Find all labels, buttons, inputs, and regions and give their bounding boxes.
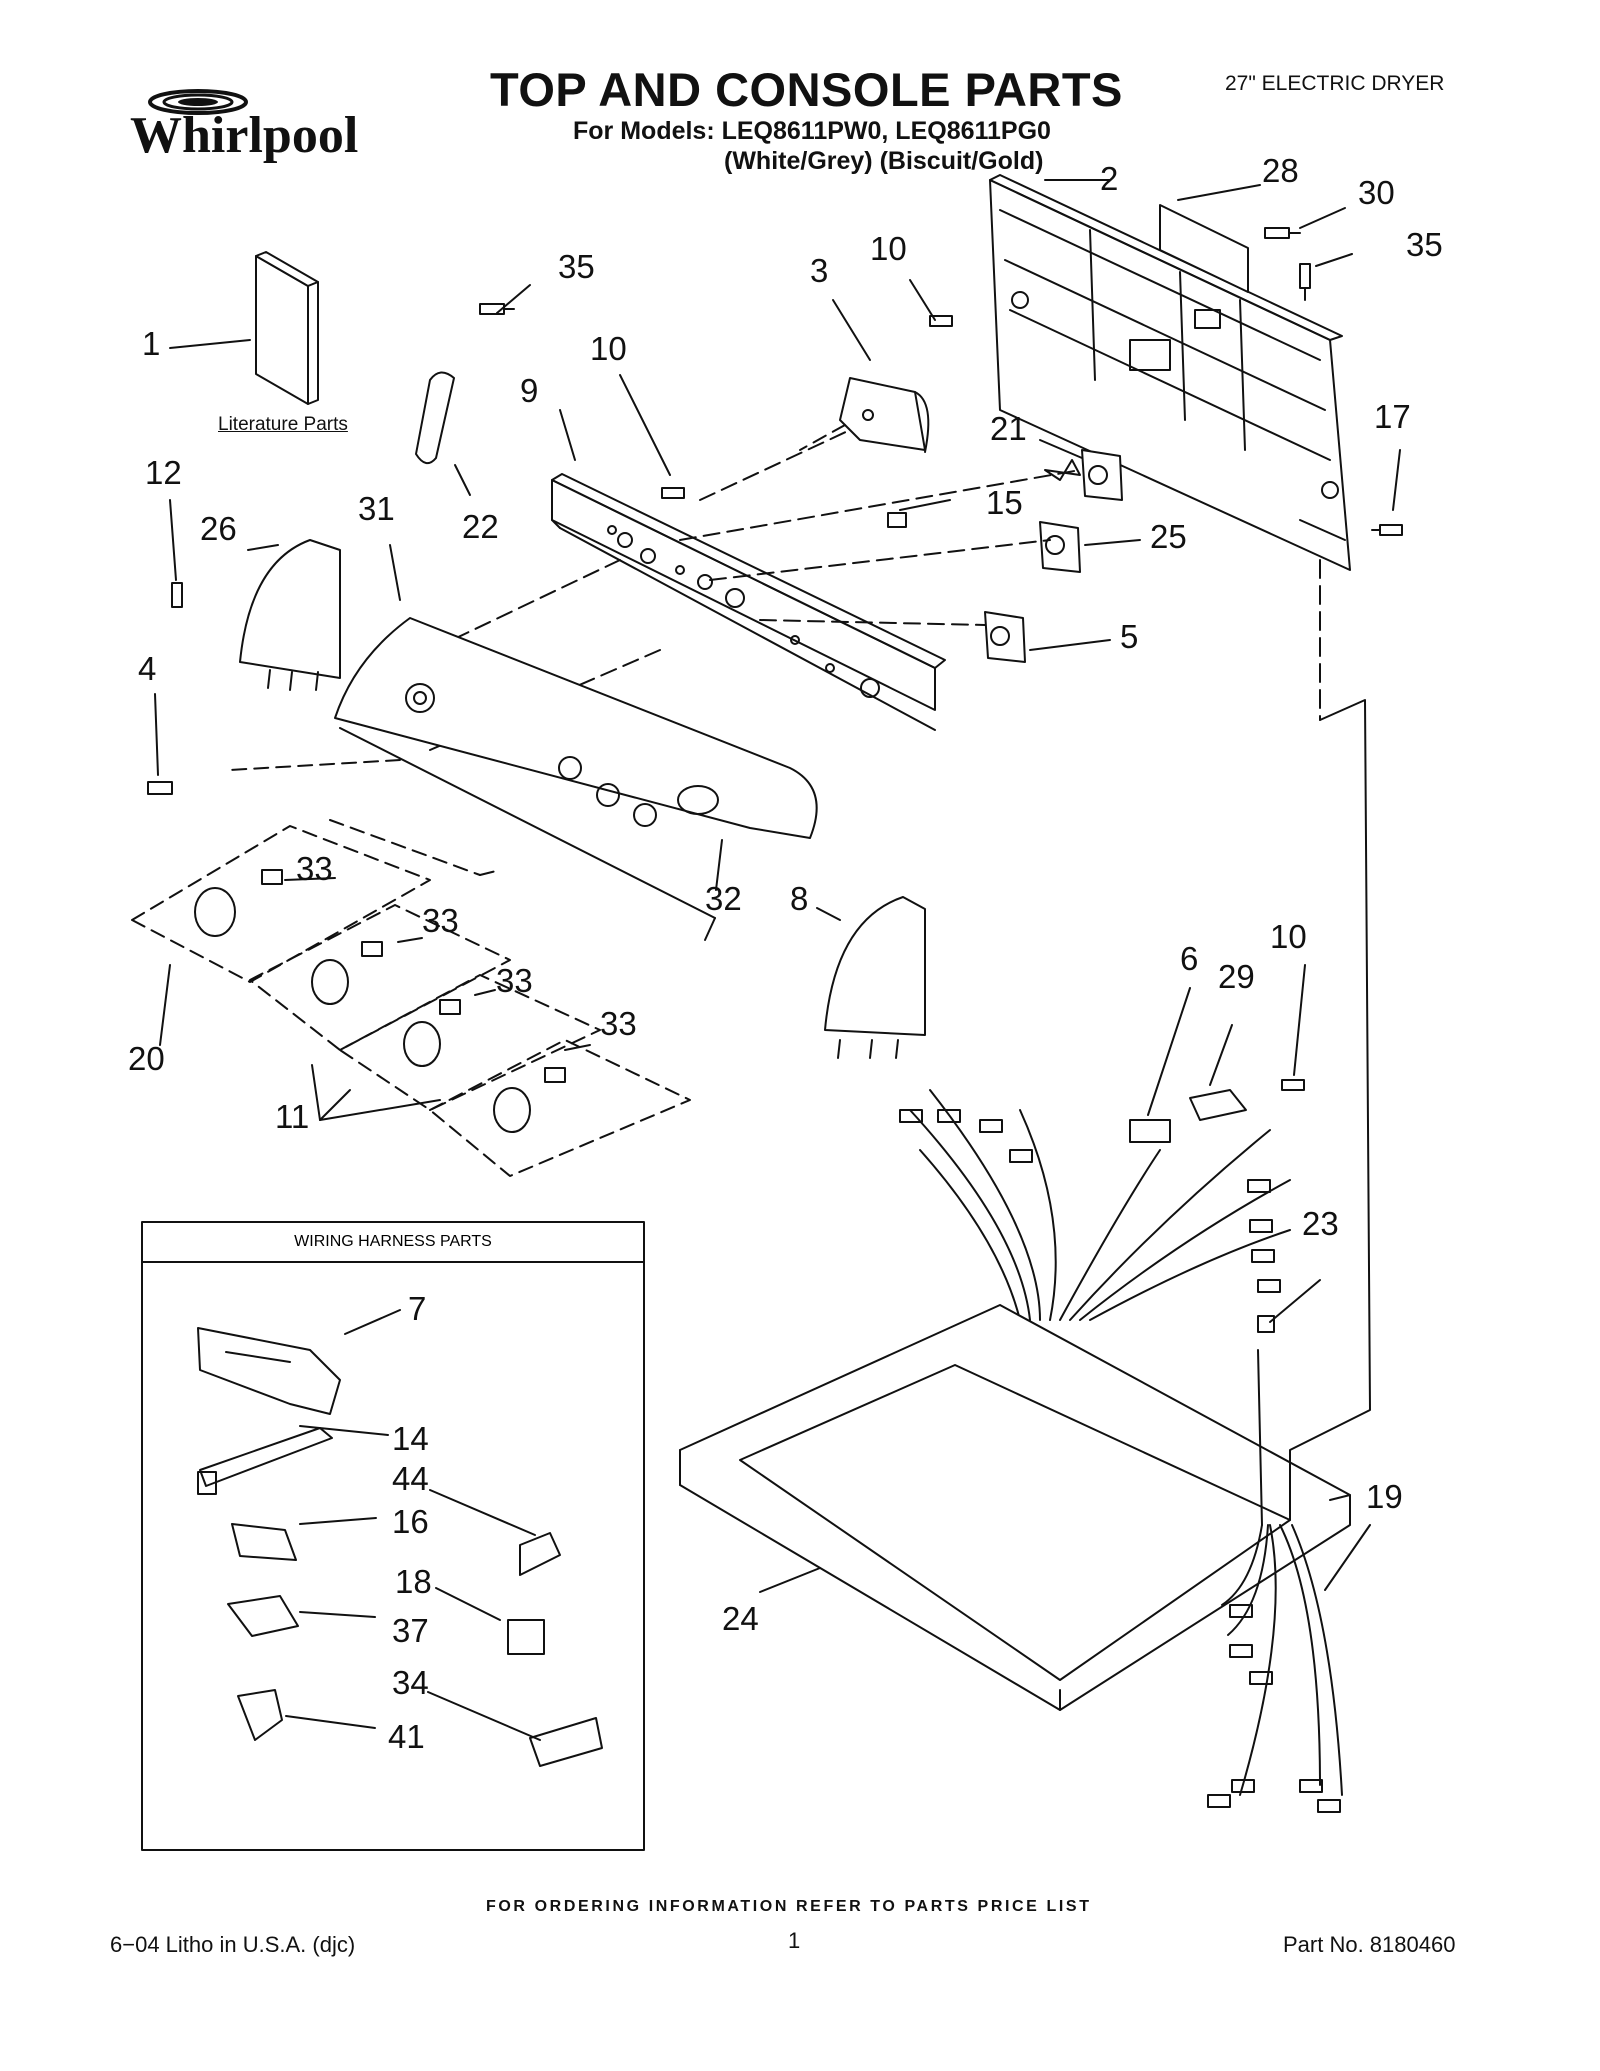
callout-4: 4 — [138, 650, 157, 687]
callout-12: 12 — [145, 454, 182, 491]
model-colors: (White/Grey) (Biscuit/Gold) — [724, 147, 1044, 175]
callout-35-right: 35 — [1406, 226, 1443, 263]
callout-18: 18 — [395, 1563, 432, 1600]
console-bracket-part — [551, 473, 946, 731]
callout-33-fourth: 33 — [600, 1005, 637, 1042]
callout-14: 14 — [392, 1420, 429, 1457]
callout-2: 2 — [1100, 160, 1119, 197]
whirlpool-logo-text: Whirlpool — [130, 107, 358, 164]
callout-28: 28 — [1262, 152, 1299, 189]
callout-5: 5 — [1120, 618, 1139, 655]
callout-29: 29 — [1218, 958, 1255, 995]
callout-25: 25 — [1150, 518, 1187, 555]
callout-44: 44 — [392, 1460, 429, 1497]
screws-right-parts — [1264, 227, 1403, 536]
screw-part — [171, 582, 183, 608]
callout-33-first: 33 — [296, 850, 333, 887]
part-number: Part No. 8180460 — [1283, 1932, 1456, 1957]
callout-30: 30 — [1358, 174, 1395, 211]
callout-10-top: 10 — [870, 230, 907, 267]
callout-37: 37 — [392, 1612, 429, 1649]
callout-10-bracket: 10 — [590, 330, 627, 367]
selector-switch-part — [799, 377, 930, 453]
litho-info: 6−04 Litho in U.S.A. (djc) — [110, 1932, 356, 1957]
control-modules-parts — [887, 449, 1123, 663]
callout-32: 32 — [705, 880, 742, 917]
end-cap-left-part — [239, 539, 341, 691]
callout-20: 20 — [128, 1040, 165, 1077]
literature-booklet-part — [255, 251, 319, 405]
callout-21: 21 — [990, 410, 1027, 447]
callout-8: 8 — [790, 880, 809, 917]
screw-part — [147, 781, 173, 795]
lower-harness-part — [1207, 1524, 1343, 1813]
callout-23: 23 — [1302, 1205, 1339, 1242]
callout-6: 6 — [1180, 940, 1199, 977]
whirlpool-logo: Whirlpool — [130, 89, 358, 164]
callout-17: 17 — [1374, 398, 1411, 435]
page-title: TOP AND CONSOLE PARTS — [490, 63, 1123, 116]
callout-41: 41 — [388, 1718, 425, 1755]
callout-34: 34 — [392, 1664, 429, 1701]
cover-plate-part — [1159, 204, 1249, 293]
callout-leaders — [154, 179, 1401, 1741]
callout-33-third: 33 — [496, 962, 533, 999]
knobs-parts — [194, 869, 566, 1133]
wiring-harness-box-title: WIRING HARNESS PARTS — [294, 1233, 492, 1250]
console-fascia-part — [334, 617, 818, 941]
callout-35-left: 35 — [558, 248, 595, 285]
callout-10-harness: 10 — [1270, 918, 1307, 955]
callout-31: 31 — [358, 490, 395, 527]
callout-3: 3 — [810, 252, 829, 289]
callout-1: 1 — [142, 325, 161, 362]
wire-harness-part — [899, 1079, 1305, 1333]
ground-leader-line — [1289, 699, 1371, 1521]
page-number: 1 — [788, 1928, 801, 1953]
bracket-part — [415, 303, 515, 465]
product-type: 27" ELECTRIC DRYER — [1225, 72, 1445, 95]
callout-7: 7 — [408, 1290, 427, 1327]
screw-part — [661, 487, 685, 499]
console-back-panel-part — [989, 174, 1351, 571]
callout-15: 15 — [986, 484, 1023, 521]
model-numbers: For Models: LEQ8611PW0, LEQ8611PG0 — [573, 117, 1051, 145]
end-cap-right-part — [824, 896, 926, 1059]
callout-16: 16 — [392, 1503, 429, 1540]
knob-groups — [131, 759, 691, 1177]
top-panel-part — [679, 1304, 1351, 1711]
screw-part — [929, 315, 953, 327]
callout-11: 11 — [275, 1098, 310, 1135]
harness-box-parts — [197, 1327, 603, 1767]
ordering-note: FOR ORDERING INFORMATION REFER TO PARTS … — [486, 1898, 1092, 1915]
callout-26: 26 — [200, 510, 237, 547]
callout-24: 24 — [722, 1600, 759, 1637]
callout-22: 22 — [462, 508, 499, 545]
callout-9: 9 — [520, 372, 539, 409]
callout-33-second: 33 — [422, 902, 459, 939]
literature-parts-label: Literature Parts — [218, 414, 348, 435]
wiring-harness-box — [141, 1221, 645, 1851]
callout-19: 19 — [1366, 1478, 1403, 1515]
